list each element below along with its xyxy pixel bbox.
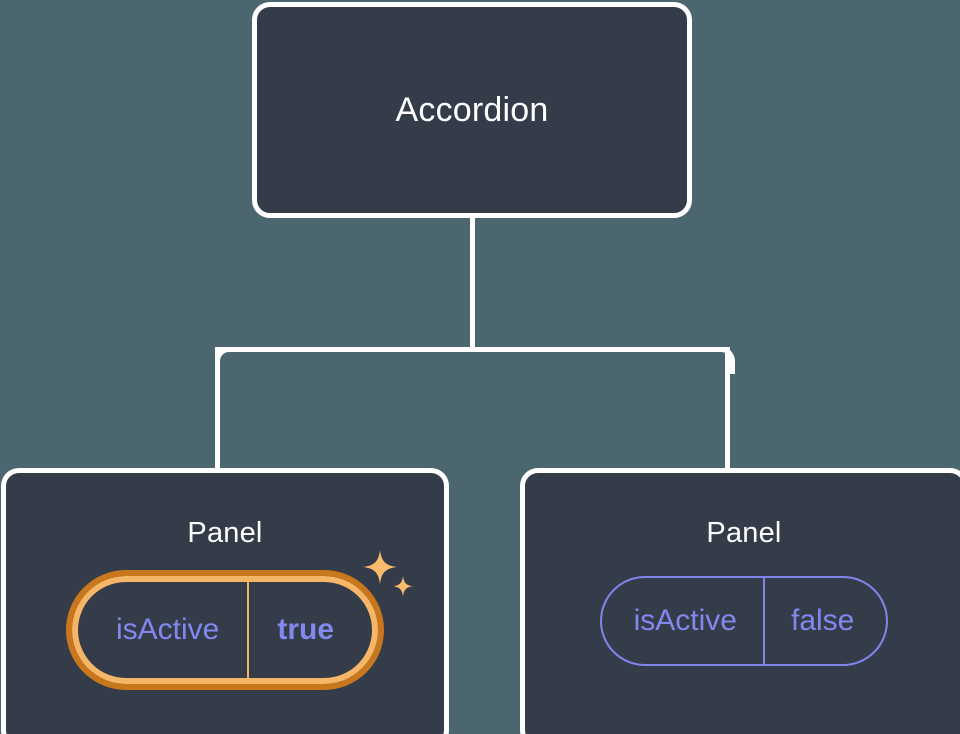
prop-pill-isactive-false[interactable]: isActive false (599, 576, 889, 666)
node-panel-left[interactable]: Panel isActive true (1, 468, 449, 734)
node-title: Accordion (395, 90, 549, 129)
prop-pill-wrapper: isActive true (65, 550, 414, 690)
edge-bus-to-panel-left (215, 352, 220, 470)
prop-value: true (247, 582, 372, 678)
edge-horizontal-bus (215, 347, 730, 352)
prop-key: isActive (115, 613, 220, 646)
prop-pill-isactive-true[interactable]: isActive true (65, 570, 385, 690)
edge-root-to-bus (470, 216, 475, 350)
prop-key: isActive (633, 604, 737, 637)
node-panel-right[interactable]: Panel isActive false (520, 468, 960, 734)
node-title: Panel (706, 517, 782, 549)
node-accordion[interactable]: Accordion (252, 2, 692, 218)
node-title: Panel (187, 517, 263, 549)
prop-value: false (762, 578, 886, 664)
edge-bus-to-panel-right (725, 352, 730, 470)
prop-pill-wrapper: isActive false (599, 576, 889, 666)
